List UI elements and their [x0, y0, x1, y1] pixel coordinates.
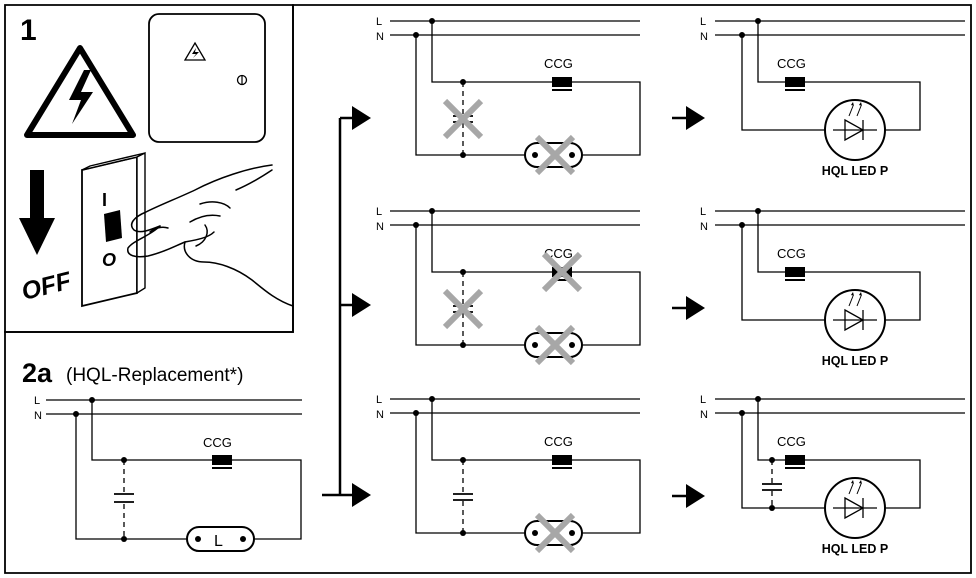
- ballast-coil: [785, 267, 805, 277]
- neutral-label: N: [34, 410, 42, 422]
- neutral-label: N: [376, 409, 384, 421]
- led-label: HQL LED P: [822, 164, 888, 178]
- led-circuit: LN CCG HQL LED P: [700, 206, 965, 368]
- lamp-symbol: [524, 520, 583, 546]
- switch-off-label: O: [102, 250, 116, 270]
- line-label: L: [700, 206, 706, 218]
- step-1-number: 1: [20, 14, 37, 47]
- junction-dot: [755, 18, 761, 24]
- led-circuit: LN CCG HQL LED P: [700, 394, 965, 556]
- led-circuit: LN CCG HQL LED P: [700, 16, 965, 178]
- junction-dot: [769, 457, 775, 463]
- ballast-coil: [552, 455, 572, 465]
- removed-cross-icon: [442, 98, 484, 140]
- arrow-right-icon: [672, 484, 705, 508]
- junction-dot: [755, 208, 761, 214]
- arrow-right-icon: [672, 296, 705, 320]
- junction-dot: [429, 18, 435, 24]
- neutral-label: N: [700, 221, 708, 233]
- panel-right-frame: [4, 4, 972, 574]
- neutral-label: N: [376, 31, 384, 43]
- wall-switch[interactable]: I O: [81, 151, 146, 308]
- ballast-coil: [785, 77, 805, 87]
- junction-dot: [569, 342, 575, 348]
- neutral-label: N: [376, 221, 384, 233]
- removed-cross-icon: [534, 324, 576, 366]
- led-lamp-icon: [824, 289, 886, 351]
- junction-dot: [460, 457, 466, 463]
- ballast-coil: [552, 77, 572, 87]
- ccg-label: CCG: [777, 246, 806, 261]
- ballast-coil: [785, 455, 805, 465]
- step-2a-subtitle: (HQL-Replacement*): [66, 365, 243, 386]
- lamp-symbol: [524, 142, 583, 168]
- led-label: HQL LED P: [822, 354, 888, 368]
- led-lamp-icon: [824, 477, 886, 539]
- junction-dot: [769, 505, 775, 511]
- line-label: L: [376, 206, 382, 218]
- high-voltage-warning-icon: [24, 45, 136, 138]
- junction-dot: [532, 152, 538, 158]
- junction-dot: [739, 222, 745, 228]
- switch-on-label: I: [102, 190, 107, 210]
- lamp-symbol: [524, 332, 583, 358]
- junction-dot: [755, 396, 761, 402]
- branch-arrow: [322, 106, 371, 507]
- removed-cross-icon: [534, 134, 576, 176]
- ccg-label: CCG: [777, 56, 806, 71]
- junction-dot: [413, 410, 419, 416]
- junction-dot: [739, 32, 745, 38]
- line-label: L: [700, 16, 706, 28]
- junction-dot: [532, 342, 538, 348]
- neutral-label: N: [700, 31, 708, 43]
- junction-dot: [460, 530, 466, 536]
- hand-operating-switch-icon: [127, 164, 294, 307]
- arrow-down-icon: [19, 170, 55, 255]
- junction-dot: [413, 222, 419, 228]
- junction-dot: [460, 342, 466, 348]
- distribution-box-icon: [148, 13, 266, 143]
- led-lamp-icon: [824, 99, 886, 161]
- junction-dot: [532, 530, 538, 536]
- junction-dot: [569, 530, 575, 536]
- led-label: HQL LED P: [822, 542, 888, 556]
- junction-dot: [429, 208, 435, 214]
- off-label: OFF: [19, 267, 75, 306]
- removed-cross-icon: [534, 512, 576, 554]
- ccg-label: CCG: [544, 56, 573, 71]
- line-label: L: [376, 394, 382, 406]
- removed-cross-icon: [442, 288, 484, 330]
- step-2a-label: 2a: [22, 358, 53, 388]
- line-label: L: [34, 395, 40, 407]
- arrow-right-icon: [672, 106, 705, 130]
- removed-cross-icon: [541, 251, 583, 293]
- junction-dot: [460, 79, 466, 85]
- junction-dot: [460, 152, 466, 158]
- ccg-label: CCG: [203, 435, 232, 450]
- existing-circuit: LN CCG: [376, 16, 641, 176]
- line-label: L: [700, 394, 706, 406]
- junction-dot: [739, 410, 745, 416]
- ccg-label: CCG: [544, 434, 573, 449]
- original-hql-circuit: L N CCG L: [34, 395, 302, 552]
- lamp-label: L: [214, 533, 223, 550]
- neutral-label: N: [700, 409, 708, 421]
- ccg-label: CCG: [777, 434, 806, 449]
- existing-circuit: LN CCG: [376, 394, 641, 554]
- junction-dot: [413, 32, 419, 38]
- junction-dot: [460, 269, 466, 275]
- junction-dot: [429, 396, 435, 402]
- junction-dot: [569, 152, 575, 158]
- line-label: L: [376, 16, 382, 28]
